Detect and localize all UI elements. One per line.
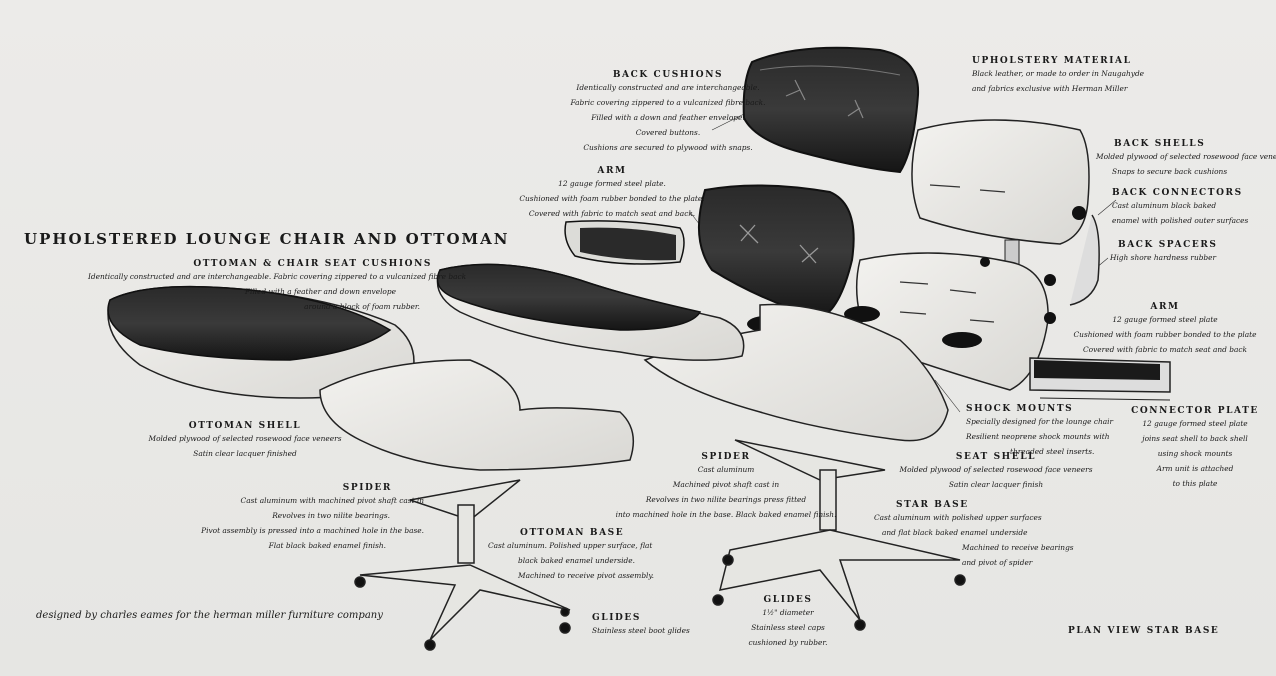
back-shells-label: BACK SHELLS Molded plywood of selected r… (1096, 139, 1276, 176)
seat-cushion (436, 263, 745, 361)
spider-center-label: SPIDER Cast aluminum Machined pivot shaf… (615, 452, 837, 519)
ottoman-shell-label: OTTOMAN SHELL Molded plywood of selected… (148, 421, 342, 458)
seat-cushions-label: OTTOMAN & CHAIR SEAT CUSHIONS Identicall… (88, 259, 467, 311)
designer-credit: designed by charles eames for the herman… (36, 610, 383, 621)
back-shell-upper (911, 119, 1100, 306)
shock-mounts-label: SHOCK MOUNTS Specially designed for the … (966, 404, 1114, 456)
chair-base (712, 439, 966, 631)
seat-shell-label: SEAT SHELL Molded plywood of selected ro… (899, 452, 1093, 489)
upholstery-material-label: UPHOLSTERY MATERIAL Black leather, or ma… (972, 56, 1145, 93)
arm-upper (564, 220, 685, 265)
glides-left-label: GLIDES Stainless steel boot glides (592, 613, 690, 635)
connector-plate-label: CONNECTOR PLATE 12 gauge formed steel pl… (1131, 406, 1259, 488)
back-connectors-label: BACK CONNECTORS Cast aluminum black bake… (1112, 188, 1249, 225)
ottoman-base-label: OTTOMAN BASE Cast aluminum. Polished upp… (488, 528, 654, 580)
back-spacers-label: BACK SPACERS High shore hardness rubber (1110, 240, 1218, 262)
back-cushion-upper (742, 46, 920, 174)
glides-center-label: GLIDES 1½" diameter Stainless steel caps… (748, 595, 828, 647)
connector-plate (1029, 357, 1171, 401)
plan-view-label: PLAN VIEW STAR BASE (1068, 626, 1220, 636)
back-cushions-label: BACK CUSHIONS Identically constructed an… (570, 70, 766, 152)
arm-upper-label: ARM 12 gauge formed steel plate. Cushion… (519, 166, 705, 218)
arm-right-label: ARM 12 gauge formed steel plate Cushione… (1073, 302, 1257, 354)
back-cushion-lower (697, 184, 855, 320)
ottoman-base (354, 479, 571, 651)
star-base-label: STAR BASE Cast aluminum with polished up… (874, 500, 1074, 567)
ottoman-shell (319, 359, 635, 471)
diagram-title: UPHOLSTERED LOUNGE CHAIR AND OTTOMAN (24, 230, 510, 248)
spider-left-label: SPIDER Cast aluminum with machined pivot… (201, 483, 424, 550)
